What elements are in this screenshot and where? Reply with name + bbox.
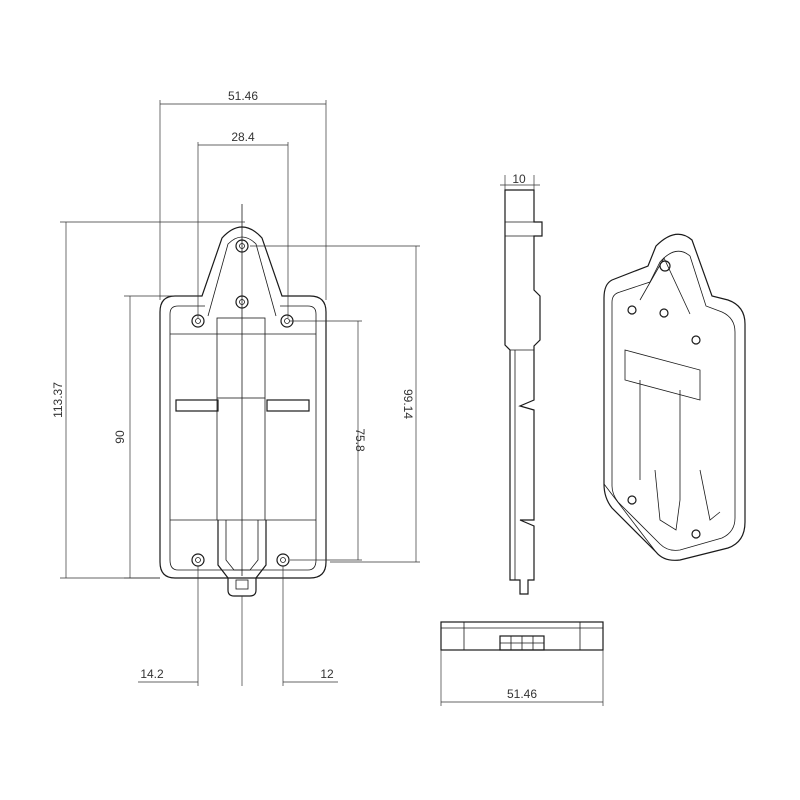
- front-view: [159, 204, 327, 597]
- dim-side-thickness: 10: [512, 172, 526, 186]
- side-view: 10: [500, 172, 543, 595]
- dim-total-height: 113.37: [51, 382, 65, 418]
- dim-bottom-width: 51.46: [507, 687, 537, 701]
- dim-upper-height: 99.14: [401, 389, 415, 419]
- isometric-view: [603, 233, 746, 561]
- dim-hole-spacing: 90: [113, 430, 127, 444]
- front-dimensions: 51.46 28.4 113.37 90 75.8 99.14 14.2 12: [51, 89, 420, 686]
- dim-right-offset: 12: [320, 667, 334, 681]
- dim-overall-width: 51.46: [228, 89, 258, 103]
- dim-left-offset: 14.2: [140, 667, 164, 681]
- dim-hook-width: 28.4: [231, 130, 255, 144]
- bottom-view: 51.46: [440, 621, 604, 706]
- dim-slot-height: 75.8: [353, 428, 367, 452]
